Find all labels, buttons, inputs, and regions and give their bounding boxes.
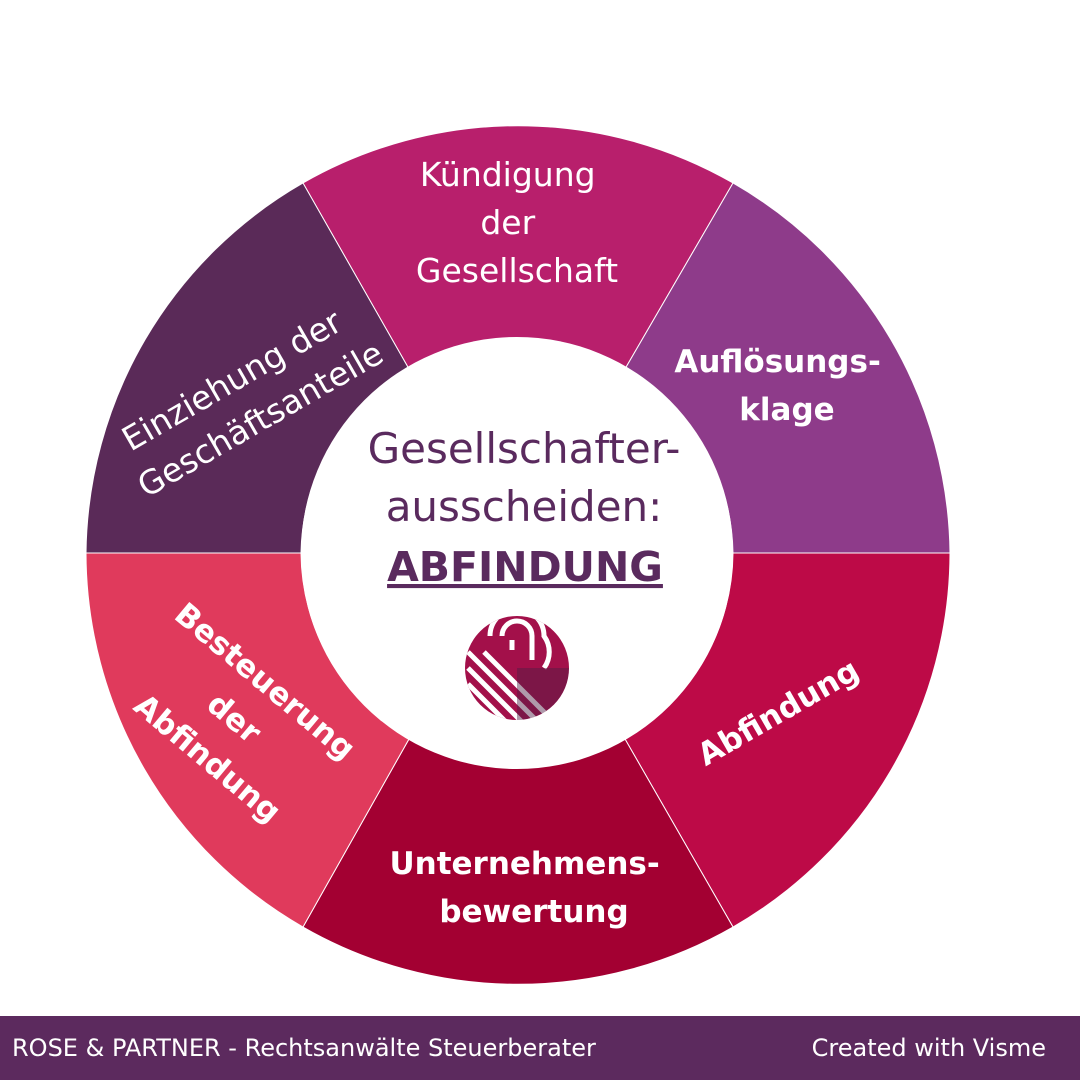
label-kuendigung-line3: Gesellschaft <box>416 251 618 290</box>
center-title-line3: ABFINDUNG <box>387 543 663 591</box>
label-unternehmensbewertung-line1: Unternehmens- <box>389 846 659 882</box>
footer-company: ROSE & PARTNER - Rechtsanwälte Steuerber… <box>12 1034 596 1062</box>
footer-credit: Created with Visme <box>811 1034 1046 1062</box>
footer-bar: ROSE & PARTNER - Rechtsanwälte Steuerber… <box>0 1016 1080 1080</box>
topic-wheel: Kündigung der Gesellschaft Auflösungs- k… <box>85 125 951 985</box>
label-kuendigung: Kündigung der Gesellschaft <box>416 155 618 290</box>
label-unternehmensbewertung: Unternehmens- bewertung <box>389 846 670 930</box>
label-aufloesungsklage-line2: klage <box>739 392 834 428</box>
label-kuendigung-line1: Kündigung <box>420 155 596 194</box>
label-unternehmensbewertung-line2: bewertung <box>439 894 628 930</box>
center-title-line2: ausscheiden: <box>386 482 663 531</box>
label-aufloesungsklage: Auflösungs- klage <box>674 344 891 428</box>
label-aufloesungsklage-line1: Auflösungs- <box>674 344 880 380</box>
center-disc <box>301 337 733 769</box>
center-title-line1: Gesellschafter- <box>368 424 681 473</box>
label-kuendigung-line2: der <box>480 203 535 242</box>
